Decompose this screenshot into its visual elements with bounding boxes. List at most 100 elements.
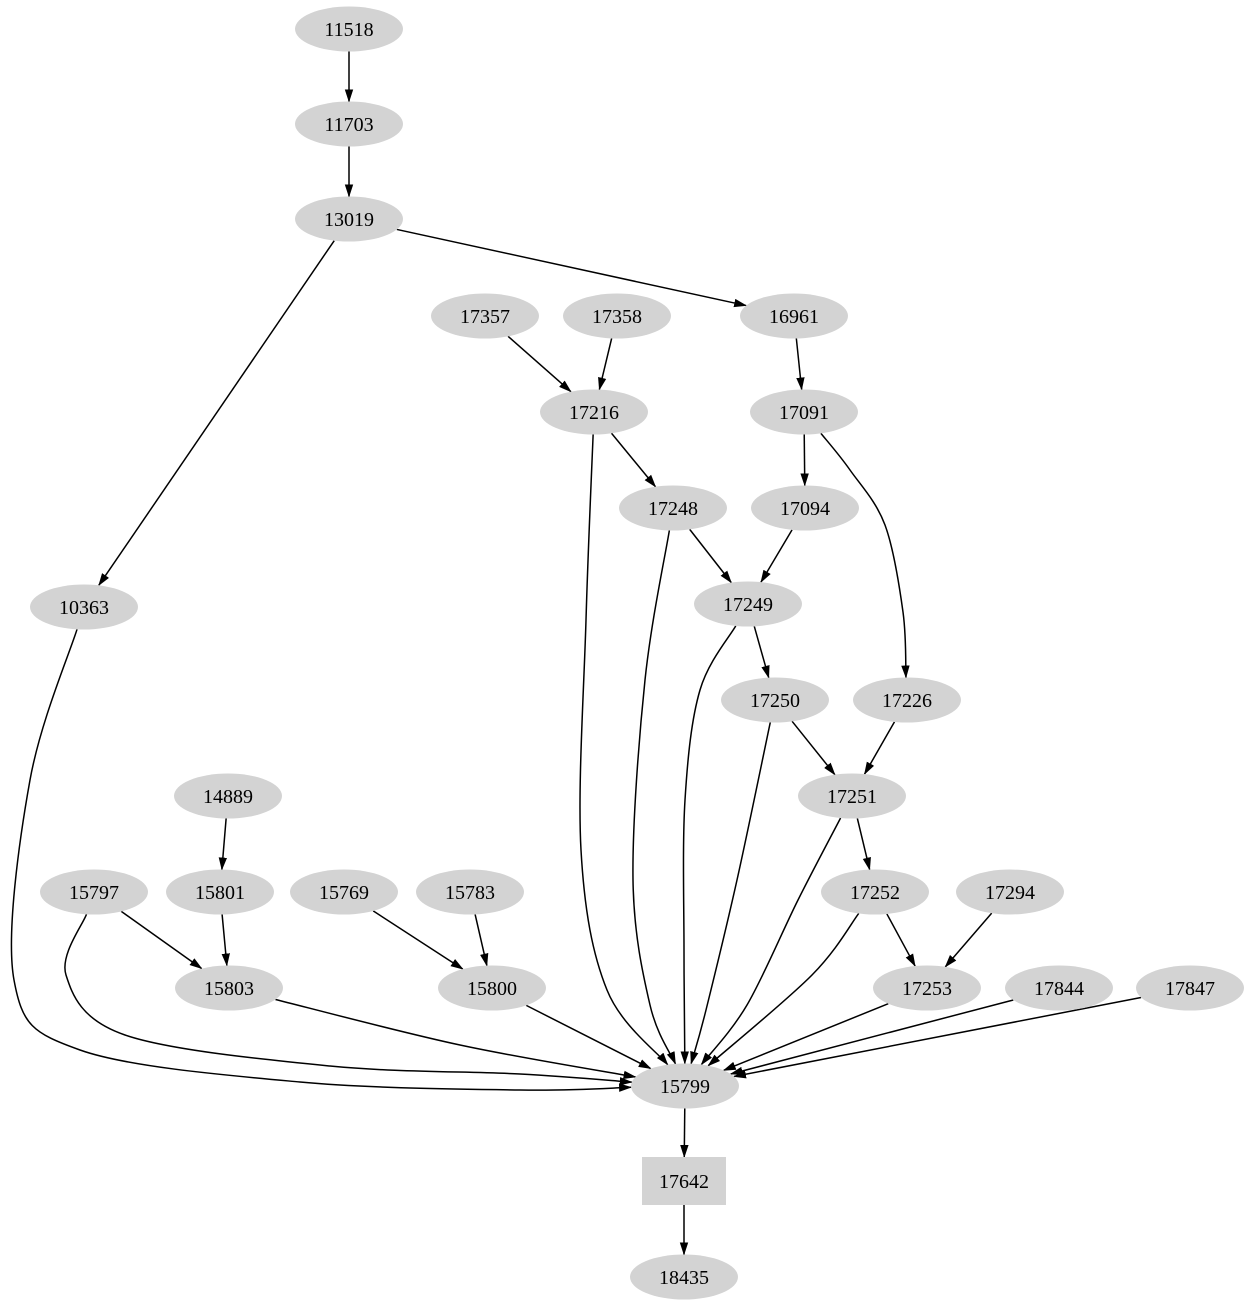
edge-17253-15799	[722, 1002, 889, 1072]
node-label-17251: 17251	[827, 786, 877, 808]
node-label-11703: 11703	[324, 114, 373, 136]
edge-17091-17226	[820, 432, 910, 679]
node-ellipse-17091	[750, 389, 858, 435]
node-label-15800: 15800	[467, 978, 517, 1000]
node-ellipse-16961	[740, 293, 848, 339]
node-15799: 15799	[631, 1063, 739, 1109]
node-ellipse-17253	[873, 965, 981, 1011]
node-17642: 17642	[642, 1157, 726, 1205]
node-label-17294: 17294	[985, 882, 1035, 904]
node-label-15799: 15799	[660, 1076, 710, 1098]
node-11518: 11518	[295, 6, 403, 52]
edge-17216-17248	[610, 432, 657, 488]
node-label-13019: 13019	[324, 209, 374, 231]
node-ellipse-17294	[956, 869, 1064, 915]
edge-17248-17249	[689, 528, 732, 584]
node-label-15801: 15801	[195, 882, 245, 904]
edge-15769-15800	[372, 910, 464, 970]
node-ellipse-15797	[40, 869, 148, 915]
node-label-15769: 15769	[319, 882, 369, 904]
node-layer: 11518 11703 13019 17357 17358 16961 17216 17091…	[30, 6, 1244, 1300]
node-ellipse-17226	[853, 677, 961, 723]
node-ellipse-17251	[798, 773, 906, 819]
edge-17357-17216	[507, 335, 572, 393]
node-17253: 17253	[873, 965, 981, 1011]
edge-17294-17253	[944, 912, 993, 968]
edge-15800-15799	[525, 1004, 652, 1070]
edge-15783-15800	[474, 914, 489, 967]
edge-17252-15799	[707, 912, 860, 1067]
node-ellipse-14889	[174, 773, 282, 819]
node-17248: 17248	[619, 485, 727, 531]
edge-17844-15799	[729, 999, 1014, 1076]
node-10363: 10363	[30, 584, 138, 630]
node-17216: 17216	[540, 389, 648, 435]
edge-17252-17253	[886, 913, 916, 967]
node-17250: 17250	[721, 677, 829, 723]
node-17357: 17357	[431, 293, 539, 339]
node-ellipse-17847	[1136, 965, 1244, 1011]
node-ellipse-15769	[290, 869, 398, 915]
node-ellipse-17252	[821, 869, 929, 915]
node-label-16961: 16961	[769, 306, 819, 328]
edge-14889-15801	[218, 818, 228, 871]
edge-17249-15799	[680, 625, 737, 1065]
node-ellipse-18435	[630, 1254, 738, 1300]
edge-17358-17216	[598, 338, 613, 391]
node-ellipse-17248	[619, 485, 727, 531]
node-17252: 17252	[821, 869, 929, 915]
node-ellipse-17216	[540, 389, 648, 435]
node-label-14889: 14889	[203, 786, 253, 808]
node-15801: 15801	[166, 869, 274, 915]
node-17094: 17094	[751, 485, 859, 531]
node-label-17252: 17252	[850, 882, 900, 904]
node-17226: 17226	[853, 677, 961, 723]
edge-13019-10363	[98, 240, 335, 587]
node-13019: 13019	[295, 196, 403, 242]
node-17251: 17251	[798, 773, 906, 819]
node-14889: 14889	[174, 773, 282, 819]
edge-13019-16961	[396, 228, 748, 308]
edge-15803-15799	[275, 998, 637, 1079]
edge-15799-17642	[680, 1108, 689, 1158]
edge-15797-15803	[120, 910, 203, 970]
edge-17251-17252	[856, 818, 871, 871]
node-label-10363: 10363	[59, 597, 109, 619]
node-15783: 15783	[416, 869, 524, 915]
node-16961: 16961	[740, 293, 848, 339]
node-ellipse-17094	[751, 485, 859, 531]
node-17847: 17847	[1136, 965, 1244, 1011]
node-label-17847: 17847	[1165, 978, 1215, 1000]
node-ellipse-15799	[631, 1063, 739, 1109]
edge-15797-15799	[64, 914, 633, 1086]
node-label-17249: 17249	[723, 594, 773, 616]
node-17844: 17844	[1005, 965, 1113, 1011]
node-label-17091: 17091	[779, 402, 829, 424]
node-label-11518: 11518	[324, 19, 373, 41]
node-15800: 15800	[438, 965, 546, 1011]
node-label-15783: 15783	[445, 882, 495, 904]
node-ellipse-11518	[295, 6, 403, 52]
edge-17216-15799	[579, 434, 669, 1066]
node-label-15803: 15803	[204, 978, 254, 1000]
node-15769: 15769	[290, 869, 398, 915]
node-15803: 15803	[175, 965, 283, 1011]
node-ellipse-11703	[295, 101, 403, 147]
node-ellipse-17249	[694, 581, 802, 627]
node-17249: 17249	[694, 581, 802, 627]
edge-17226-17251	[863, 721, 896, 775]
node-label-17216: 17216	[569, 402, 619, 424]
node-label-17094: 17094	[780, 498, 830, 520]
node-ellipse-15783	[416, 869, 524, 915]
node-ellipse-17357	[431, 293, 539, 339]
node-11703: 11703	[295, 101, 403, 147]
node-label-15797: 15797	[69, 882, 119, 904]
node-label-17357: 17357	[460, 306, 510, 328]
edge-17250-17251	[791, 720, 836, 776]
edge-layer	[10, 51, 1142, 1256]
edge-17847-15799	[732, 996, 1142, 1079]
node-17358: 17358	[563, 293, 671, 339]
node-box-17642	[642, 1157, 726, 1205]
